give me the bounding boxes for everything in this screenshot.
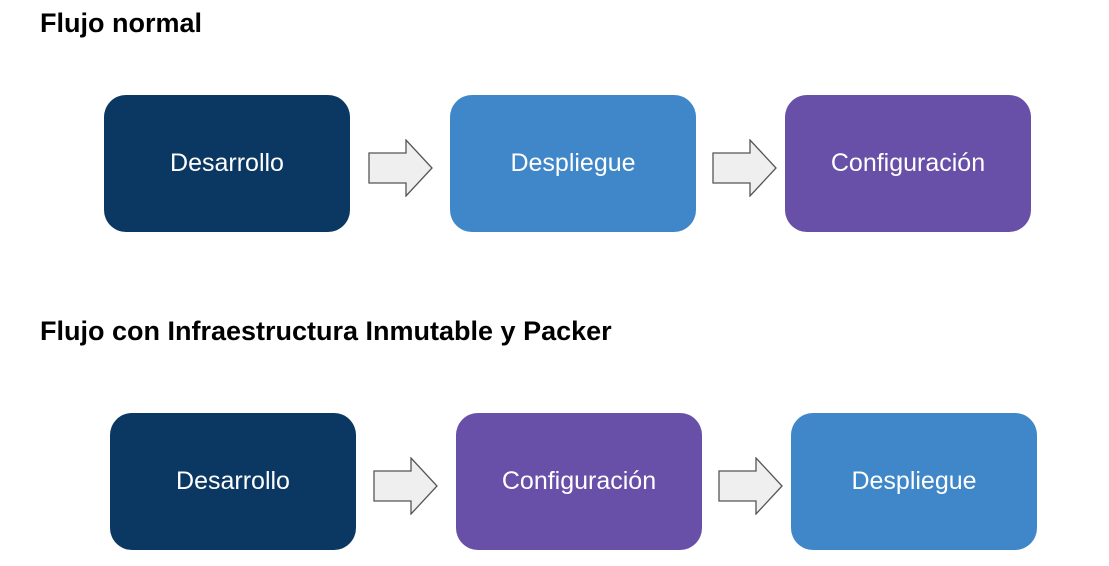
right-arrow-icon — [718, 457, 784, 515]
flow-immutable-step-despliegue: Despliegue — [791, 413, 1037, 550]
flow-immutable-title: Flujo con Infraestructura Inmutable y Pa… — [40, 316, 612, 346]
step-label: Configuración — [501, 467, 657, 495]
right-arrow-icon — [712, 139, 778, 197]
flow-normal-step-despliegue: Despliegue — [450, 95, 696, 232]
step-label: Desarrollo — [176, 467, 290, 495]
right-arrow-icon — [373, 457, 439, 515]
step-label: Despliegue — [510, 149, 636, 177]
flow-normal-step-desarrollo: Desarrollo — [104, 95, 350, 232]
flow-normal-title: Flujo normal — [40, 8, 202, 38]
step-label: Desarrollo — [170, 149, 284, 177]
right-arrow-icon — [368, 139, 434, 197]
step-label: Configuración — [830, 149, 986, 177]
flow-normal-step-configuracion: Configuración — [785, 95, 1031, 232]
step-label: Despliegue — [851, 467, 977, 495]
flow-immutable-step-desarrollo: Desarrollo — [110, 413, 356, 550]
flow-immutable-step-configuracion: Configuración — [456, 413, 702, 550]
